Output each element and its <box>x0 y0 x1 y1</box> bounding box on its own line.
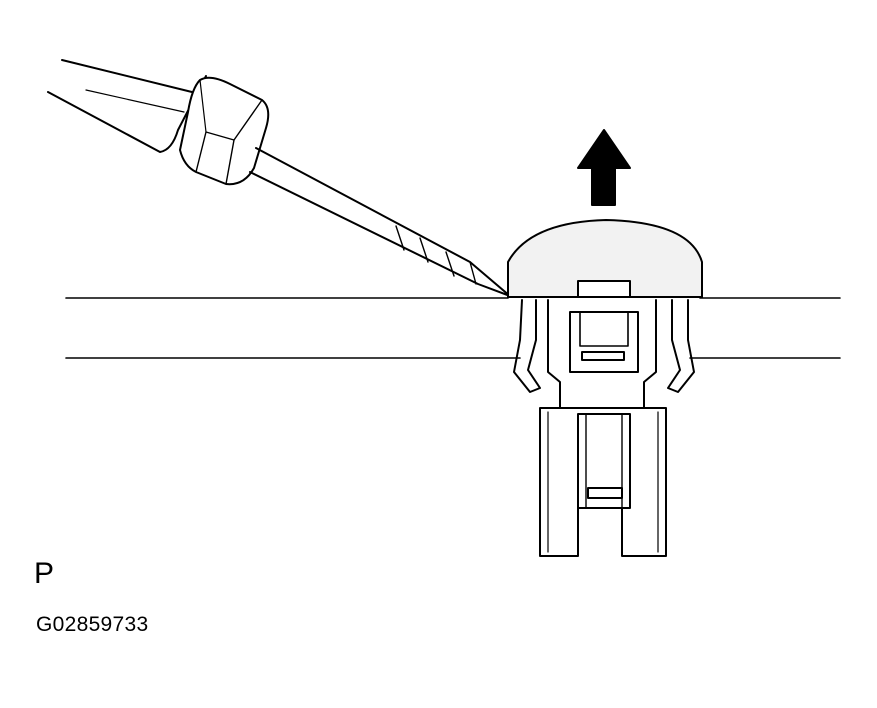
clip-slot <box>577 413 631 509</box>
arrow-up-icon <box>577 129 631 206</box>
screwdriver-ferrule <box>179 76 270 186</box>
screwdriver-icon <box>47 59 511 297</box>
clip-left-barb <box>513 299 541 393</box>
clip-window <box>569 311 639 373</box>
clip-body-upper <box>547 299 657 409</box>
clip-right-barb <box>667 299 695 393</box>
view-label: P <box>34 557 55 590</box>
figure-code: G02859733 <box>36 613 149 636</box>
panel <box>65 297 841 359</box>
clip-cap-slot <box>577 280 631 298</box>
screwdriver-handle <box>47 75 207 153</box>
clip-window-bar <box>581 351 625 361</box>
push-clip <box>507 219 703 557</box>
clip-slot-bar <box>587 487 623 499</box>
clip-body-lower <box>539 407 667 557</box>
screwdriver-shaft <box>249 147 511 297</box>
clip-cap <box>507 219 703 298</box>
